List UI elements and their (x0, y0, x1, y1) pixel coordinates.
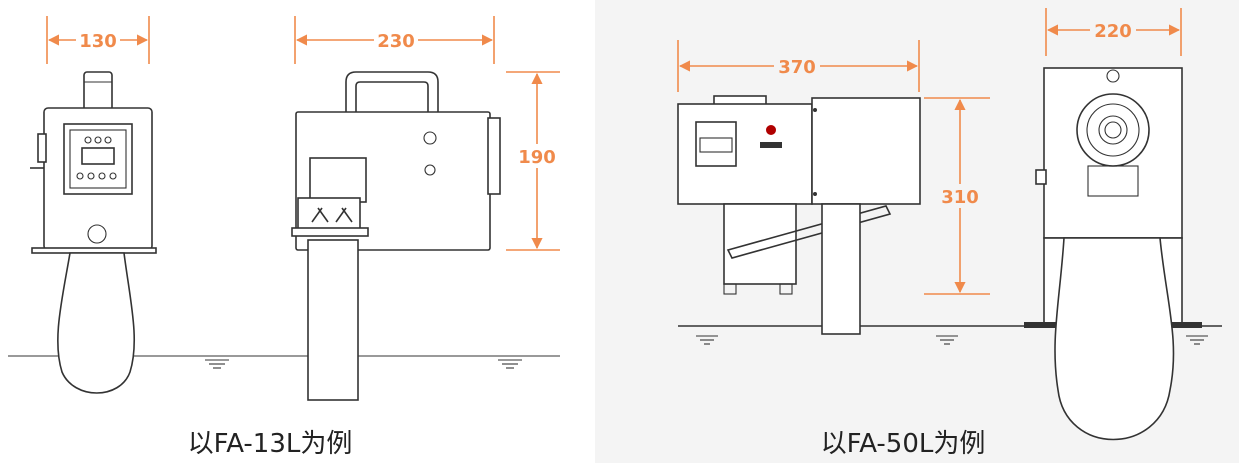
side-float-pipe (307, 239, 359, 401)
dim-370: 370 (677, 40, 920, 92)
dim-310: 310 (924, 97, 990, 295)
front-float-body (57, 252, 136, 394)
dim-230-text: 230 (377, 31, 415, 52)
right-diagram: 370 220 310 以FA-50L为例 (595, 0, 1239, 463)
right-caption: 以FA-50L为例 (821, 429, 986, 459)
right-timer-panel (695, 121, 737, 167)
dim-130-label: 130 (79, 31, 117, 52)
left-caption: 以FA-13L为例 (188, 429, 353, 459)
dim-370-label: 370 (778, 57, 816, 78)
right-indicator-light (766, 125, 776, 135)
front-outlet-port (87, 224, 107, 244)
side-filter-box (297, 197, 361, 233)
right-reel (1076, 93, 1150, 167)
right-side-view-unit (677, 95, 921, 335)
dim-190: 190 (506, 71, 560, 251)
dim-220-label: 220 (1094, 21, 1132, 42)
dim-190-label: 190 (518, 147, 556, 168)
right-front-view-unit (1024, 67, 1202, 441)
front-timer-display (81, 147, 115, 165)
left-ground-symbols (205, 359, 522, 369)
dim-220: 220 (1045, 8, 1182, 56)
dim-230: 230 (294, 16, 495, 64)
right-ground-symbols (696, 335, 1208, 345)
dim-310-label: 310 (941, 187, 979, 208)
dim-130: 130 (46, 16, 150, 64)
side-view-unit (291, 71, 501, 401)
front-view-unit (30, 71, 157, 394)
right-float-body (1054, 237, 1175, 441)
left-diagram: 130 230 190 以FA-13L为例 (8, 16, 560, 459)
